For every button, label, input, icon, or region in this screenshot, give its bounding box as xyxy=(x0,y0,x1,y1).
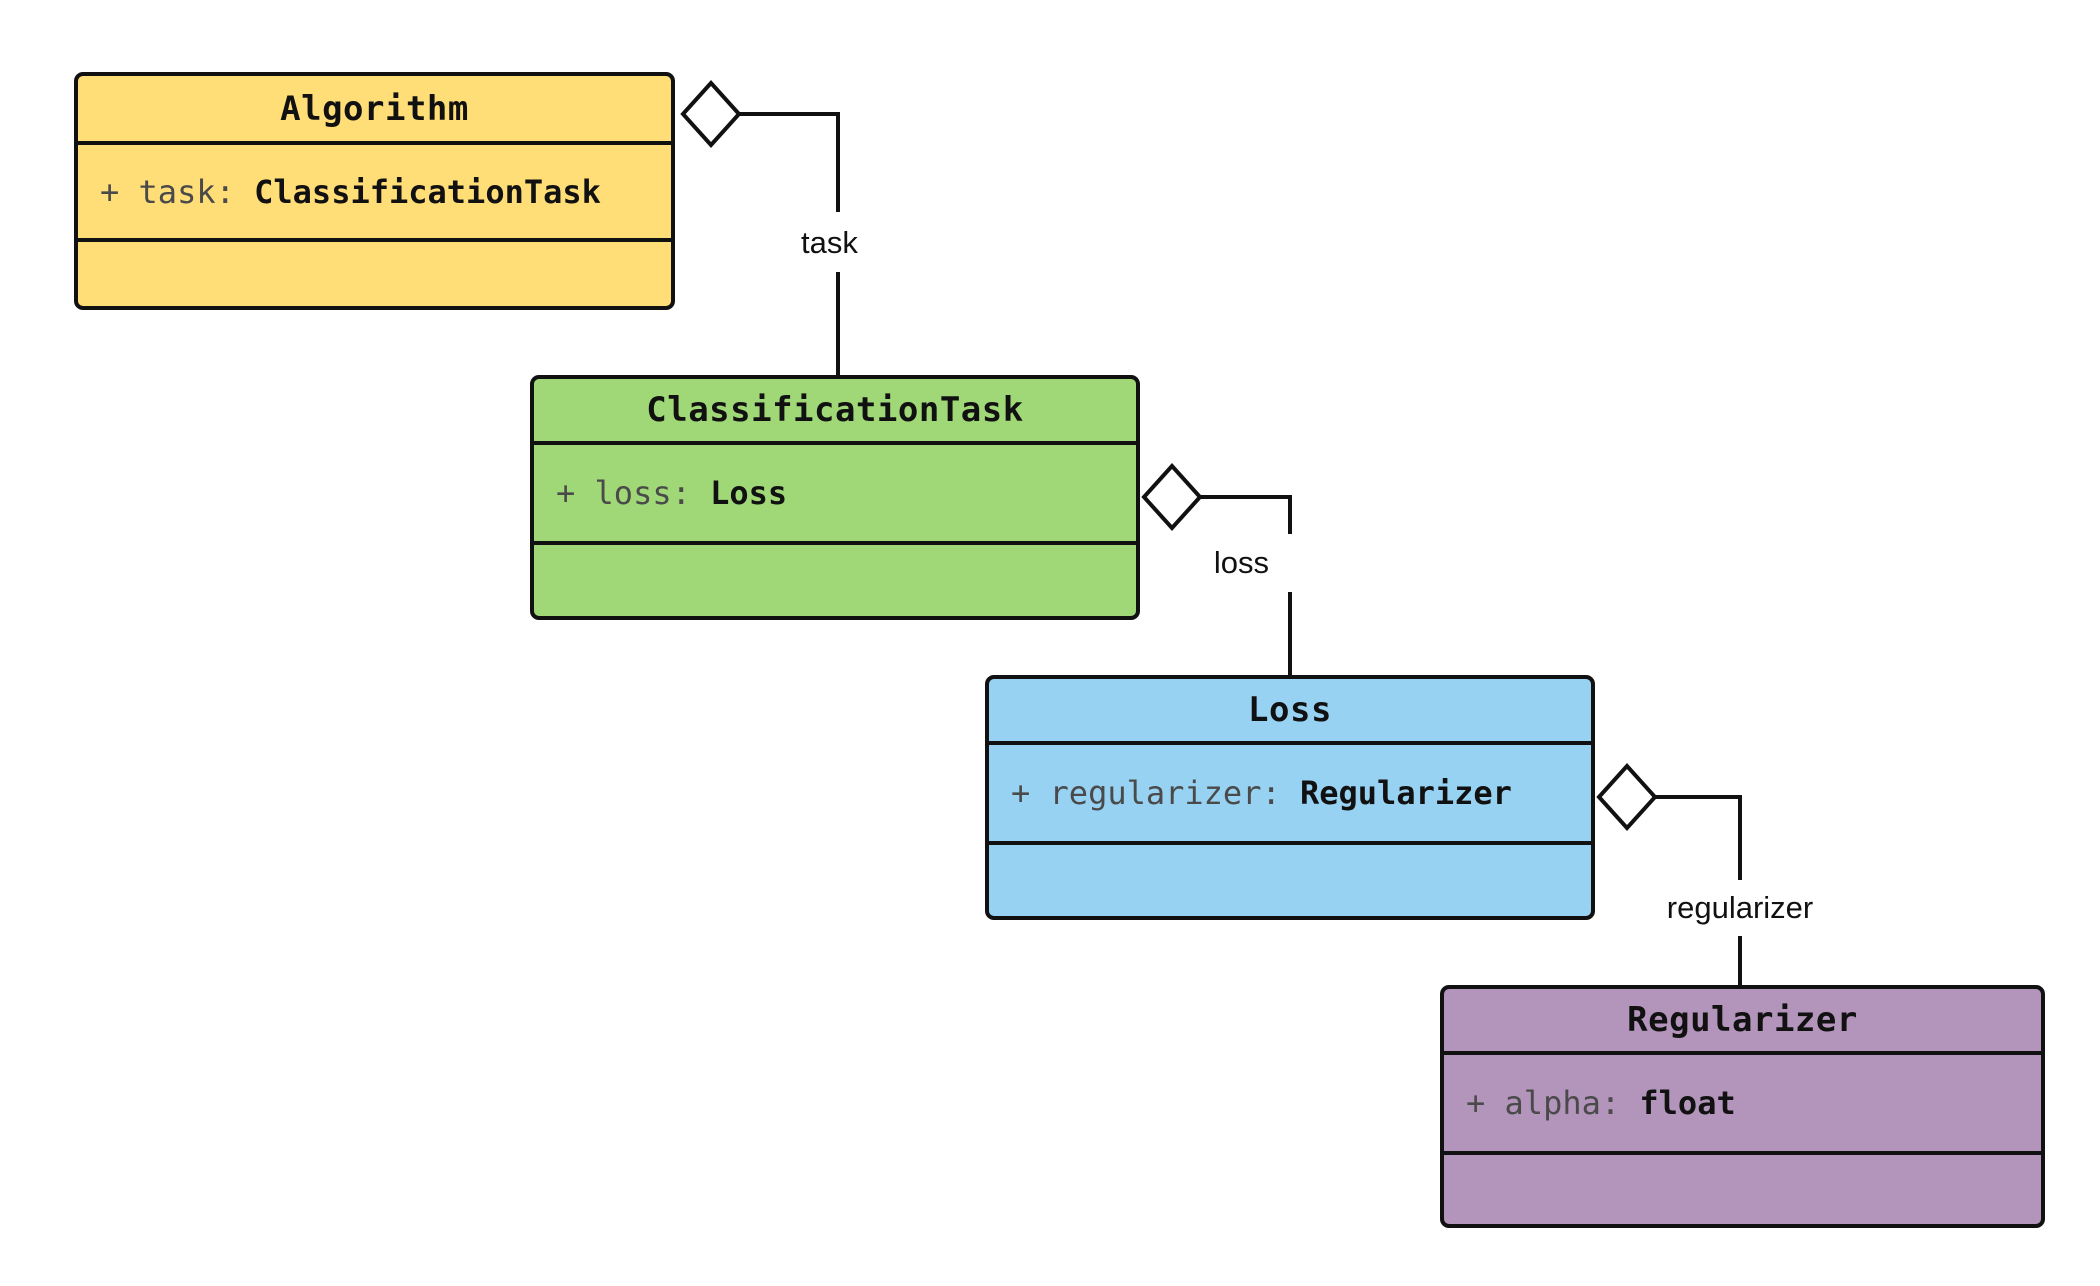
class-attributes-regularizer: + alpha: float xyxy=(1444,1055,2041,1151)
attribute-name: alpha xyxy=(1504,1084,1601,1122)
attribute-type: Loss xyxy=(710,474,788,512)
class-methods-classification-task xyxy=(534,545,1136,616)
class-divider-title-regularizer xyxy=(1444,1051,2041,1055)
attribute-row: + alpha: float xyxy=(1466,1084,1736,1122)
class-methods-regularizer xyxy=(1444,1155,2041,1224)
class-attributes-loss: + regularizer: Regularizer xyxy=(989,745,1591,841)
class-methods-algorithm xyxy=(78,242,671,306)
class-divider-title-loss xyxy=(989,741,1591,745)
class-divider-title-classification-task xyxy=(534,441,1136,445)
uml-class-classification-task[interactable]: ClassificationTask + loss: Loss xyxy=(530,375,1140,620)
attribute-separator: : xyxy=(671,474,691,512)
class-methods-loss xyxy=(989,845,1591,916)
relationship-loss-regularizer xyxy=(1596,763,1750,985)
uml-class-loss[interactable]: Loss + regularizer: Regularizer xyxy=(985,675,1595,920)
aggregation-diamond-icon xyxy=(1141,463,1203,531)
class-divider-attrs-loss xyxy=(989,841,1591,845)
attribute-type: float xyxy=(1639,1084,1736,1122)
attribute-separator: : xyxy=(1600,1084,1621,1122)
edge-label-loss-regularizer: regularizer xyxy=(1660,888,1820,928)
class-attributes-algorithm: + task: ClassificationTask xyxy=(78,145,671,238)
attribute-visibility: + xyxy=(1011,774,1031,812)
attribute-row: + loss: Loss xyxy=(556,474,787,512)
class-divider-attrs-classification-task xyxy=(534,541,1136,545)
attribute-name: loss xyxy=(594,474,672,512)
aggregation-diamond-icon xyxy=(1596,763,1658,831)
attribute-name: regularizer xyxy=(1049,774,1262,812)
class-title-algorithm: Algorithm xyxy=(280,88,469,129)
attribute-visibility: + xyxy=(100,172,120,211)
edge-label-classificationtask-loss: loss xyxy=(1207,543,1275,583)
uml-class-algorithm[interactable]: Algorithm + task: ClassificationTask xyxy=(74,72,675,310)
attribute-visibility: + xyxy=(556,474,576,512)
attribute-name: task xyxy=(138,172,216,211)
class-title-classification-task: ClassificationTask xyxy=(646,390,1024,430)
edge-label-algorithm-task: task xyxy=(795,223,864,263)
attribute-separator: : xyxy=(215,172,235,211)
class-attributes-classification-task: + loss: Loss xyxy=(534,445,1136,541)
label-gap-mask xyxy=(1280,534,1300,592)
uml-class-regularizer[interactable]: Regularizer + alpha: float xyxy=(1440,985,2045,1228)
attribute-separator: : xyxy=(1261,774,1281,812)
attribute-row: + regularizer: Regularizer xyxy=(1011,774,1512,812)
class-divider-attrs-regularizer xyxy=(1444,1151,2041,1155)
class-title-loss: Loss xyxy=(1248,690,1332,730)
attribute-type: ClassificationTask xyxy=(254,172,601,211)
attribute-visibility: + xyxy=(1466,1084,1486,1122)
aggregation-diamond-icon xyxy=(680,80,742,148)
attribute-row: + task: ClassificationTask xyxy=(100,173,601,211)
class-title-regularizer: Regularizer xyxy=(1627,1000,1858,1040)
class-divider-title-algorithm xyxy=(78,141,671,145)
attribute-type: Regularizer xyxy=(1299,774,1512,812)
connector-line xyxy=(1201,495,1292,675)
class-divider-attrs-algorithm xyxy=(78,238,671,242)
